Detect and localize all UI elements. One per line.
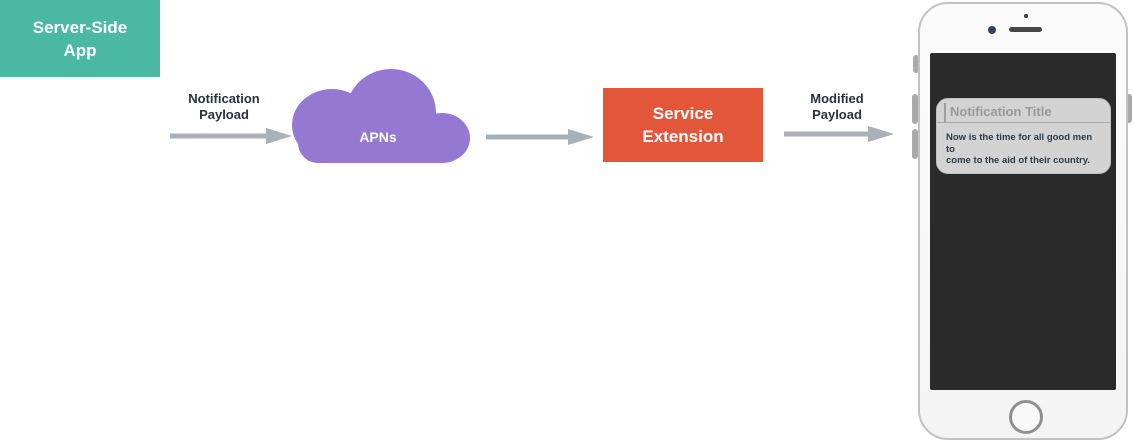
arrow-right-icon [486, 129, 594, 145]
service-extension-label: Service Extension [642, 104, 724, 146]
apns-cloud-node: APNs [288, 68, 472, 164]
notification-payload-label: Notification Payload [188, 91, 260, 122]
service-extension-node: Service Extension [603, 88, 763, 162]
front-camera-icon [988, 26, 996, 34]
cloud-icon [292, 69, 470, 163]
apns-label: APNs [359, 129, 397, 145]
phone-mute-switch [913, 55, 919, 73]
iphone-mockup: Notification Title Now is the time for a… [918, 2, 1128, 440]
server-side-app-node: Server-Side App [0, 0, 160, 77]
phone-screen: Notification Title Now is the time for a… [930, 53, 1116, 390]
notification-body: Now is the time for all good men to come… [946, 132, 1093, 166]
proximity-sensor-icon [1024, 14, 1028, 18]
earpiece-speaker-icon [1009, 27, 1042, 32]
arrow-right-icon [170, 128, 292, 144]
home-button-icon [1009, 400, 1043, 434]
modified-payload-label: Modified Payload [810, 91, 864, 122]
phone-volume-down-button [912, 129, 918, 159]
phone-volume-up-button [912, 94, 918, 124]
arrow-right-icon [784, 126, 894, 142]
notification-banner: Notification Title Now is the time for a… [936, 98, 1111, 174]
notification-title: Notification Title [937, 99, 1110, 123]
server-side-app-label: Server-Side App [32, 17, 128, 60]
